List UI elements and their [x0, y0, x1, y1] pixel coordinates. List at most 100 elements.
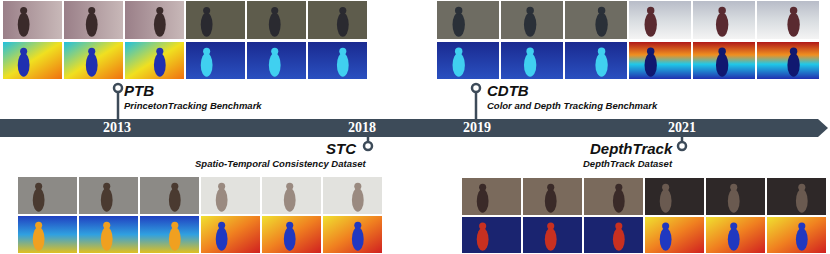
frame-image: [186, 42, 245, 79]
frame-object: [545, 189, 557, 213]
frame-object: [718, 7, 725, 14]
pin-head: [472, 84, 480, 92]
year-label: 2021: [668, 119, 696, 137]
frame-image: [767, 217, 826, 253]
frame-image: [462, 178, 521, 215]
frame-object: [455, 48, 462, 55]
frame-image: [18, 177, 77, 214]
frame-image: [201, 216, 260, 253]
frame-object: [796, 228, 808, 251]
frame-image: [262, 177, 321, 214]
frame-image: [584, 178, 643, 215]
frame-object: [103, 222, 110, 229]
frame-image: [18, 216, 77, 253]
frame-object: [216, 227, 228, 251]
frame-object: [453, 53, 465, 77]
frame-object: [171, 183, 178, 190]
frame-object: [103, 183, 110, 190]
frame-image: [140, 216, 199, 253]
frame-object: [728, 228, 740, 251]
frame-object: [154, 12, 166, 36]
frame-image: [201, 177, 260, 214]
frame-object: [271, 7, 278, 14]
frame-object: [718, 48, 725, 55]
frame-image: [3, 42, 62, 79]
frame-image: [247, 42, 306, 79]
frame-object: [595, 53, 607, 77]
frame-object: [479, 184, 486, 191]
frame-object: [798, 184, 805, 191]
frame-object: [647, 48, 654, 55]
frame-object: [339, 7, 346, 14]
frame-object: [101, 227, 113, 251]
frame-object: [645, 53, 657, 77]
frame-object: [526, 7, 533, 14]
frame-object: [354, 183, 361, 190]
frame-object: [662, 222, 669, 229]
frame-object: [477, 228, 489, 251]
frame-image: [437, 1, 499, 39]
frame-object: [156, 7, 163, 14]
frame-object: [86, 12, 98, 36]
frame-image: [125, 1, 184, 39]
year-label: 2018: [348, 119, 376, 137]
frame-object: [547, 184, 554, 191]
frame-image: [79, 177, 138, 214]
frame-object: [101, 188, 113, 212]
frame-object: [337, 12, 349, 36]
frame-object: [88, 7, 95, 14]
frame-object: [524, 12, 536, 36]
frame-image: [79, 216, 138, 253]
frame-object: [169, 227, 181, 251]
frame-object: [526, 48, 533, 55]
frame-object: [203, 48, 210, 55]
frame-image: [308, 1, 367, 39]
frame-image: [247, 1, 306, 39]
frame-image: [501, 1, 563, 39]
timeline-arrow: 2013201820192021: [0, 119, 830, 137]
frame-object: [796, 189, 808, 213]
frame-object: [203, 7, 210, 14]
frame-object: [20, 48, 27, 55]
frame-object: [730, 222, 737, 229]
frame-image: [706, 217, 765, 253]
frame-object: [660, 228, 672, 251]
frame-object: [269, 12, 281, 36]
frame-object: [615, 184, 622, 191]
frame-object: [716, 12, 728, 36]
frame-object: [524, 53, 536, 77]
frame-image: [140, 177, 199, 214]
frame-object: [613, 228, 625, 251]
frame-image: [437, 42, 499, 79]
frame-object: [20, 7, 27, 14]
frame-image: [462, 217, 521, 253]
frame-image: [565, 1, 627, 39]
frame-object: [787, 12, 799, 36]
dataset-name: CDTB: [487, 82, 529, 99]
frame-object: [339, 48, 346, 55]
dataset-fullname: Spatio-Temporal Consistency Dataset: [195, 158, 366, 169]
frame-image: [693, 42, 755, 79]
frame-image: [308, 42, 367, 79]
frame-image: [767, 178, 826, 215]
frame-image: [693, 1, 755, 39]
frame-image: [757, 1, 819, 39]
frame-object: [286, 183, 293, 190]
frame-object: [728, 189, 740, 213]
frame-object: [598, 48, 605, 55]
dataset-name: PTB: [124, 82, 154, 99]
dataset-name: DepthTrack: [590, 140, 672, 157]
frame-image: [757, 42, 819, 79]
frame-object: [547, 222, 554, 229]
frame-object: [730, 184, 737, 191]
frame-object: [284, 227, 296, 251]
frame-image: [262, 216, 321, 253]
frame-object: [453, 12, 465, 36]
frame-object: [455, 7, 462, 14]
frame-image: [629, 1, 691, 39]
frame-object: [337, 53, 349, 77]
frame-object: [218, 222, 225, 229]
year-label: 2013: [103, 119, 131, 137]
frame-object: [18, 53, 30, 77]
frame-image: [323, 177, 382, 214]
